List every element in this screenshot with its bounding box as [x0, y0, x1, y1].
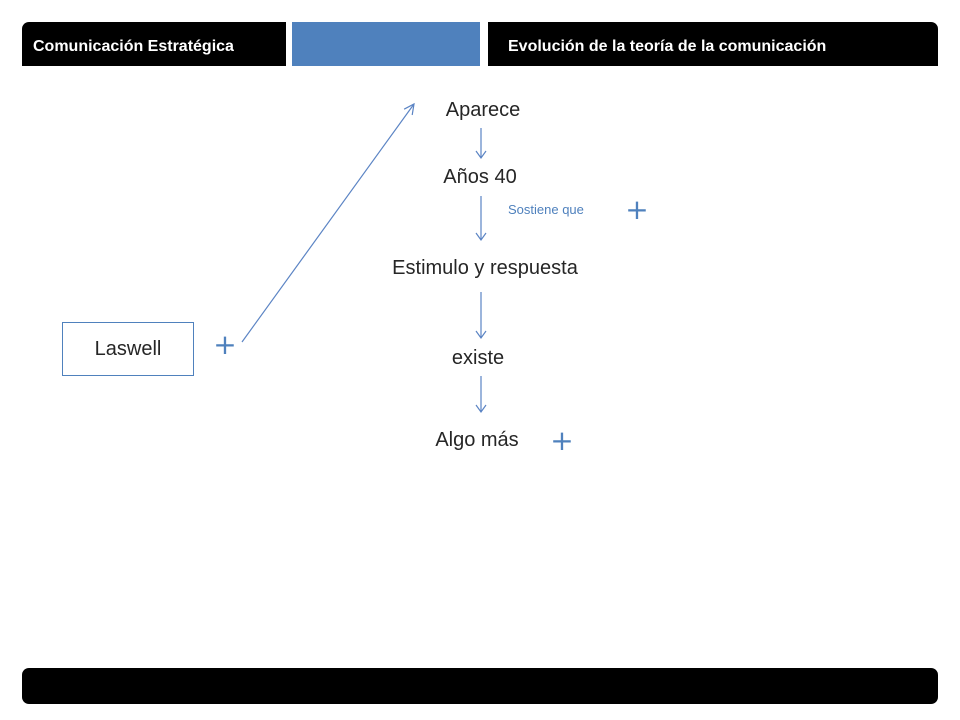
header-left-title: Comunicación Estratégica — [22, 22, 286, 66]
header-right-title: Evolución de la teoría de la comunicació… — [488, 22, 938, 66]
node-aparece: Aparece — [445, 99, 521, 121]
node-estimulo-respuesta: Estimulo y respuesta — [392, 257, 578, 279]
node-algo-mas: Algo más — [435, 429, 519, 451]
node-laswell-label: Laswell — [94, 337, 162, 360]
arrow-anos40-to-estimulo — [475, 196, 487, 242]
node-laswell-box: Laswell — [62, 322, 194, 376]
node-anos-40: Años 40 — [443, 166, 517, 188]
arrow-aparece-to-anos40 — [475, 128, 487, 160]
footer-bar — [22, 668, 938, 704]
arrow-existe-to-algo-mas — [475, 376, 487, 414]
expand-plus-icon[interactable]: + — [550, 424, 574, 457]
expand-plus-icon[interactable]: + — [625, 193, 649, 226]
arrow-laswell-to-aparece — [241, 102, 415, 343]
expand-plus-icon[interactable]: + — [213, 328, 237, 361]
header-accent-block — [292, 22, 480, 66]
arrow-estimulo-to-existe — [475, 292, 487, 340]
edge-label-sostiene-que: Sostiene que — [508, 202, 584, 217]
node-existe: existe — [451, 347, 505, 369]
